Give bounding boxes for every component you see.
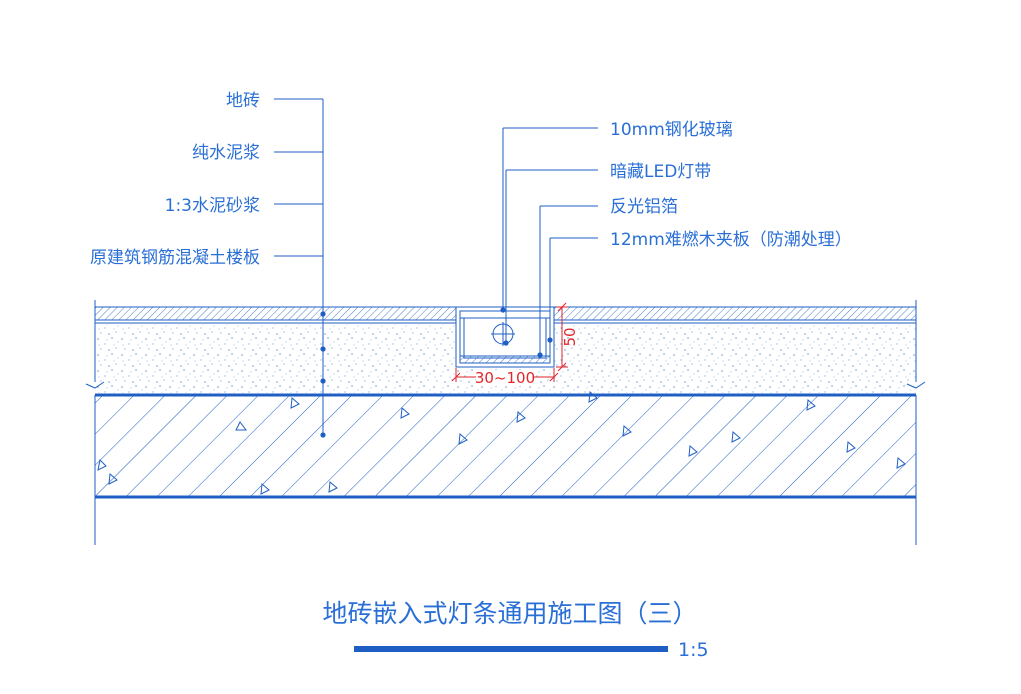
label-plywood: 12mm难燃木夹板（防潮处理） (610, 230, 852, 250)
width-dimension-label: 30~100 (475, 369, 535, 387)
tile-layer (95, 306, 916, 321)
drawing-scale: 1:5 (678, 639, 709, 661)
concrete-slab (95, 390, 916, 499)
label-concrete-slab: 原建筑钢筋混凝土楼板 (90, 248, 260, 268)
label-cement-paste: 纯水泥浆 (192, 143, 260, 163)
left-leader-dots (320, 311, 326, 438)
label-aluminum-foil: 反光铝箔 (610, 197, 678, 217)
led-channel (455, 306, 555, 368)
label-mortar: 1:3水泥砂浆 (165, 196, 260, 216)
label-floor-tile: 地砖 (226, 91, 260, 111)
led-light-symbol (491, 322, 515, 346)
label-tempered-glass: 10mm钢化玻璃 (610, 120, 733, 140)
height-dimension-label: 50 (561, 327, 579, 346)
right-leader-dots (500, 307, 553, 358)
label-led-strip: 暗藏LED灯带 (610, 162, 711, 182)
right-leaders (502, 127, 598, 355)
title-underline (354, 646, 668, 652)
drawing-title: 地砖嵌入式灯条通用施工图（三） (322, 599, 697, 628)
height-dimension (556, 302, 568, 372)
